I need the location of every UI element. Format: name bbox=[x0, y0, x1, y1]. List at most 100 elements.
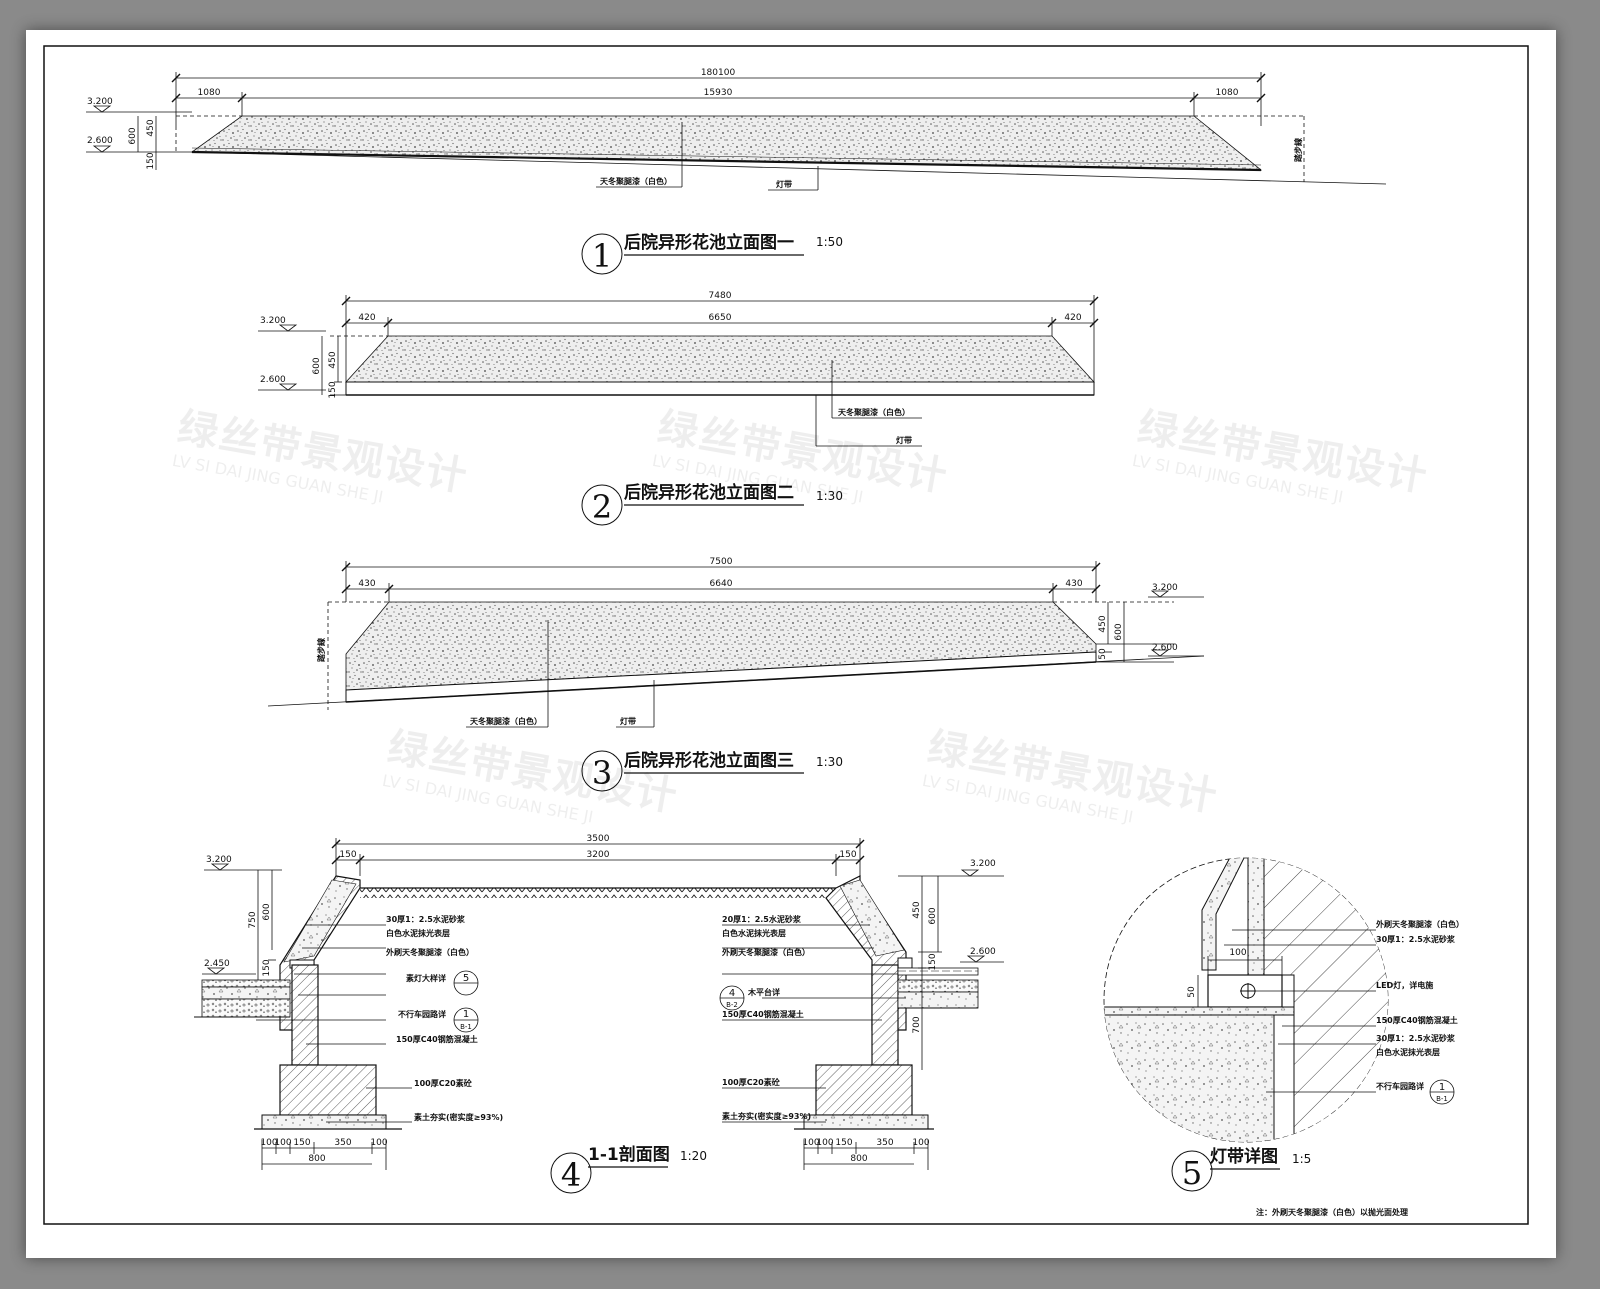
fig1-dim-h-total: 600 bbox=[128, 127, 138, 144]
fig2-dim-left: 420 bbox=[358, 313, 375, 323]
fig4-right-note-6: 100厚C20素砼 bbox=[722, 1077, 781, 1087]
fig3-dim-h-lower: 50 bbox=[1098, 648, 1108, 660]
fig5-dim-2: 50 bbox=[1187, 986, 1197, 998]
fig5-number: 5 bbox=[1182, 1154, 1202, 1192]
fig4-right-note-3: 外刷天冬聚腿漆（白色） bbox=[722, 947, 810, 957]
fig4-right-note-7: 素土夯实(密实度≥93%) bbox=[722, 1111, 811, 1121]
fig4-left-note-5: 不行车园路详 bbox=[398, 1009, 446, 1019]
fig2-callout-light: 灯带 bbox=[896, 435, 912, 445]
fig4-dim-right-h3: 150 bbox=[928, 953, 938, 970]
fig1-number: 1 bbox=[592, 237, 612, 275]
fig1-callout-light: 灯带 bbox=[776, 179, 792, 189]
fig4-dim-right-h4: 700 bbox=[912, 1016, 922, 1033]
fig5-note-1: 外刷天冬聚腿漆（白色） bbox=[1376, 919, 1464, 929]
fig1-level-top: 3.200 bbox=[87, 97, 113, 107]
fig5-number-circle bbox=[1171, 1150, 1213, 1192]
fig5-note-4: 150厚C40钢筋混凝土 bbox=[1376, 1015, 1458, 1025]
fig1-scale: 1:50 bbox=[816, 235, 843, 249]
fig4-left-note-4: 素灯大样详 bbox=[406, 973, 446, 983]
fig3-number: 3 bbox=[592, 754, 612, 792]
fig3-dim-overall: 7500 bbox=[710, 557, 733, 567]
fig3-title-block: 3 后院异形花池立面图三 1:30 bbox=[581, 750, 843, 792]
fig2-title: 后院异形花池立面图二 bbox=[624, 482, 794, 503]
fig5-title-block: 5 灯带详图 1:5 bbox=[1171, 1146, 1311, 1192]
fig5-note-3: LED灯，详电施 bbox=[1376, 980, 1433, 990]
fig4-level-left-ground: 2.450 bbox=[204, 959, 230, 969]
fig4-title: 1-1剖面图 bbox=[588, 1144, 670, 1165]
fig4-level-right-ground: 2.600 bbox=[970, 947, 996, 957]
fig4-ref-deck-bottom: B-2 bbox=[726, 1001, 738, 1009]
fig1-dim-left: 1080 bbox=[198, 88, 221, 98]
fig5-dim-1: 100 bbox=[1229, 948, 1246, 958]
fig4-right-bottom-dim-3: 150 bbox=[835, 1138, 852, 1148]
fig3-dim-right: 430 bbox=[1065, 579, 1082, 589]
fig2-number-circle bbox=[581, 484, 623, 526]
fig3-dim-h-upper: 450 bbox=[1098, 615, 1108, 632]
fig4-dim-left-h1: 750 bbox=[248, 911, 258, 928]
fig4-ref-deck-top: 4 bbox=[729, 988, 735, 999]
fig5-scale: 1:5 bbox=[1292, 1152, 1311, 1166]
fig2-dim-h-lower: 150 bbox=[328, 381, 338, 398]
fig4-right-bottom-dim-4: 350 bbox=[876, 1138, 893, 1148]
fig4-right-note-4: 木平台详 bbox=[747, 987, 780, 997]
fig2-title-block: 2 后院异形花池立面图二 1:30 bbox=[581, 482, 843, 526]
fig3-scale: 1:30 bbox=[816, 755, 843, 769]
fig4-dim-right-h1: 450 bbox=[912, 901, 922, 918]
fig4-right-bottom-total: 800 bbox=[850, 1154, 867, 1164]
fig2-dim-middle: 6650 bbox=[709, 313, 732, 323]
fig5-note-7: 不行车园路详 bbox=[1376, 1081, 1424, 1091]
fig4-right-note-5: 150厚C40钢筋混凝土 bbox=[722, 1009, 804, 1019]
fig4-number-circle bbox=[550, 1152, 592, 1194]
fig3-dim-left: 430 bbox=[358, 579, 375, 589]
fig5-note-5: 30厚1：2.5水泥砂浆 bbox=[1376, 1033, 1456, 1043]
fig1-dim-middle: 15930 bbox=[704, 88, 733, 98]
fig4-left-bottom-dim-3: 150 bbox=[293, 1138, 310, 1148]
fig2-level-top: 3.200 bbox=[260, 316, 286, 326]
fig1-number-circle bbox=[581, 233, 623, 275]
fig3-number-circle bbox=[581, 750, 623, 792]
fig4-left-bottom-dim-2: 100 bbox=[274, 1138, 291, 1148]
fig4-right-note-2: 白色水泥抹光表层 bbox=[722, 928, 786, 938]
fig1-side-tag: 踏步線 bbox=[1293, 138, 1303, 162]
fig4-left-bottom-total: 800 bbox=[308, 1154, 325, 1164]
fig1-title-block: 1 后院异形花池立面图一 1:50 bbox=[581, 232, 843, 275]
fig4-dim-middle: 3200 bbox=[587, 850, 610, 860]
figure-1-elevation bbox=[86, 72, 1387, 191]
fig3-level-bottom: 2.600 bbox=[1152, 643, 1178, 653]
fig4-scale: 1:20 bbox=[680, 1149, 707, 1163]
fig1-title: 后院异形花池立面图一 bbox=[624, 232, 794, 253]
fig1-dim-right: 1080 bbox=[1216, 88, 1239, 98]
fig4-right-bottom-dim-2: 100 bbox=[816, 1138, 833, 1148]
fig4-dim-left-h2: 600 bbox=[262, 903, 272, 920]
fig4-number: 4 bbox=[561, 1156, 581, 1194]
fig4-left-note-6: 150厚C40钢筋混凝土 bbox=[396, 1034, 478, 1044]
figure-5-detail: 100 50 外刷天冬聚腿漆（白色） 30厚1：2.5水泥砂浆 LED灯，详电施… bbox=[1103, 857, 1464, 1143]
fig4-left-bottom-dim-4: 350 bbox=[334, 1138, 351, 1148]
fig4-left-note-2: 白色水泥抹光表层 bbox=[386, 928, 450, 938]
fig1-dim-h-lower: 150 bbox=[146, 152, 156, 169]
fig5-ref-road-top: 1 bbox=[1439, 1082, 1445, 1093]
fig3-callout-paint: 天冬聚腿漆（白色） bbox=[470, 716, 542, 726]
fig3-level-top: 3.200 bbox=[1152, 583, 1178, 593]
fig2-number: 2 bbox=[592, 488, 612, 526]
fig4-right-note-1: 20厚1：2.5水泥砂浆 bbox=[722, 914, 802, 924]
fig4-ref-lamp: 5 bbox=[463, 973, 469, 984]
fig4-dim-overall: 3500 bbox=[587, 834, 610, 844]
fig2-level-bottom: 2.600 bbox=[260, 375, 286, 385]
fig2-dim-h-upper: 450 bbox=[328, 351, 338, 368]
fig4-dim-right: 150 bbox=[839, 850, 856, 860]
fig4-left-bottom-dim-5: 100 bbox=[370, 1138, 387, 1148]
fig3-title: 后院异形花池立面图三 bbox=[624, 750, 794, 771]
fig2-dim-h-total: 600 bbox=[312, 357, 322, 374]
fig2-dim-right: 420 bbox=[1064, 313, 1081, 323]
inner-border bbox=[43, 45, 1529, 1225]
fig2-callout-paint: 天冬聚腿漆（白色） bbox=[838, 407, 910, 417]
fig4-ref-road-top: 1 bbox=[463, 1009, 469, 1020]
fig5-note-2: 30厚1：2.5水泥砂浆 bbox=[1376, 934, 1456, 944]
fig4-dim-left-h3: 150 bbox=[262, 959, 272, 976]
footnote: 注：外刷天冬聚腿漆（白色）以抛光面处理 bbox=[1256, 1207, 1408, 1217]
fig4-level-right-top: 3.200 bbox=[970, 859, 996, 869]
fig4-ref-road-bottom: B-1 bbox=[460, 1023, 472, 1031]
fig2-dim-overall: 7480 bbox=[709, 291, 732, 301]
fig3-dim-middle: 6640 bbox=[710, 579, 733, 589]
